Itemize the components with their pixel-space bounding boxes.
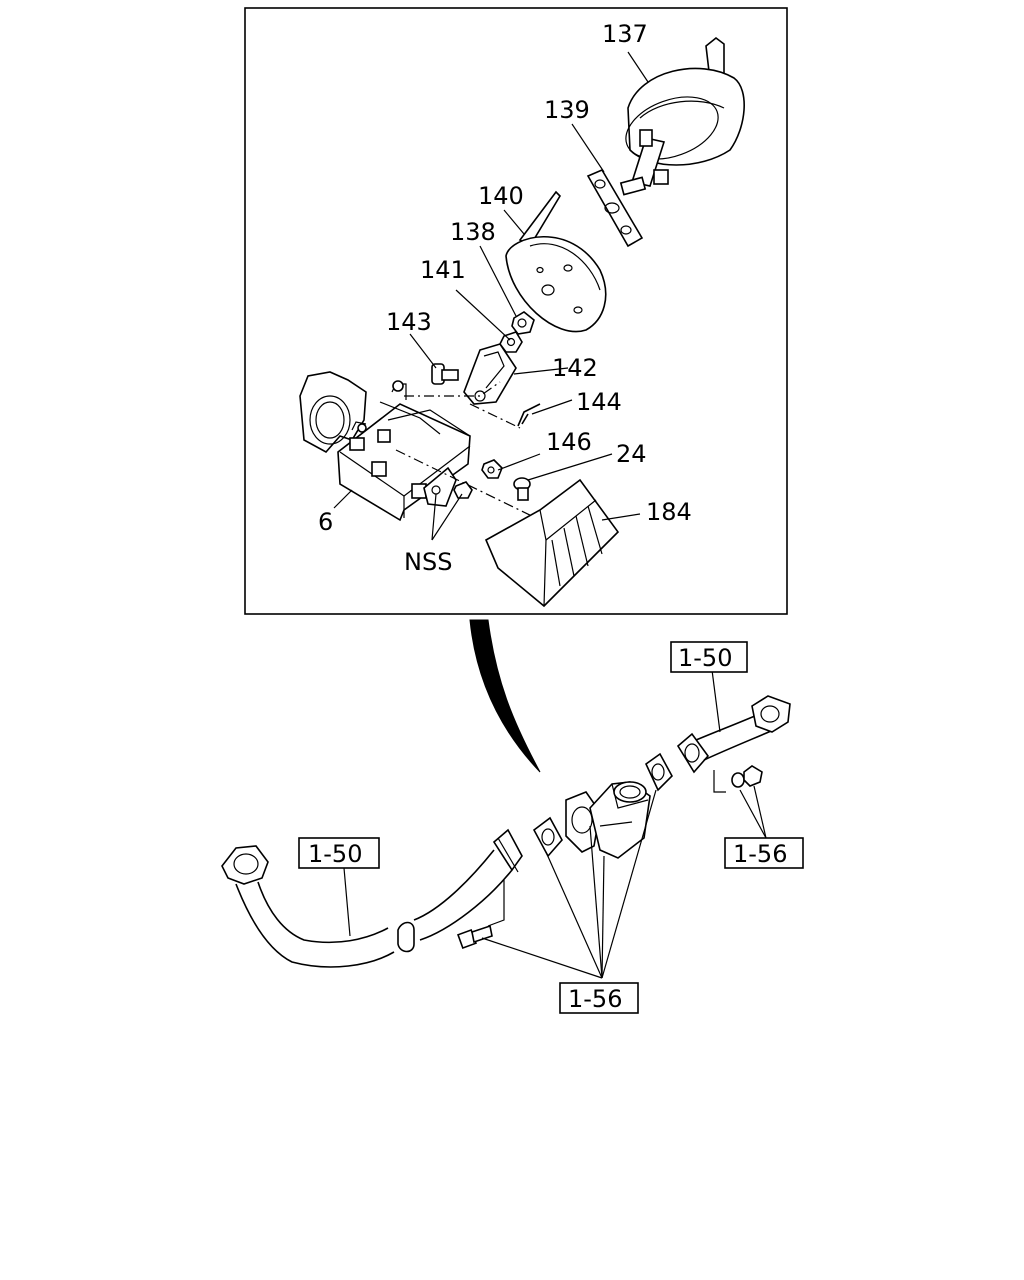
alignment-line-3 [469,403,521,429]
exhaust-brake-valve-assembly [565,781,651,859]
nss-nut [453,481,473,499]
callout-24: 24 [616,440,647,468]
part-24-bolt [513,477,531,501]
callout-142: 142 [552,354,598,382]
gasket-right [644,752,673,792]
callout-143: 143 [386,308,432,336]
ref-box-1-50-top: 1-50 [670,641,748,673]
callout-141: 141 [420,256,466,284]
detail-frame [244,7,788,615]
part-6-valve-body [299,371,471,522]
part-139-gasket [586,168,644,248]
gasket-left [532,816,563,858]
part-143-pin [431,363,459,385]
callout-146: 146 [546,428,592,456]
callout-139: 139 [544,96,590,124]
part-142-link [463,343,517,405]
flange-bolt [457,880,505,949]
callout-137: 137 [602,20,648,48]
ref-box-1-56-bottom: 1-56 [559,982,639,1014]
ref-box-1-50-left: 1-50 [298,837,380,869]
callout-nss: NSS [404,548,452,576]
ref-box-1-56-right: 1-56 [724,837,804,869]
front-exhaust-pipe-left [221,828,523,968]
ref-1-50-left: 1-50 [308,840,362,868]
part-146-nut [481,459,503,479]
part-140-bracket [505,190,607,333]
detail-pointer [469,619,541,773]
ref-1-56-bottom: 1-56 [568,985,622,1013]
ref-1-50-top: 1-50 [678,644,732,672]
washer-and-nut [731,765,763,788]
ref-1-56-right: 1-56 [733,840,787,868]
part-184-heat-shield [484,478,620,608]
part-144-cotter-pin [517,403,541,427]
callout-184: 184 [646,498,692,526]
alignment-line-1 [404,381,501,397]
part-138-nut [511,311,535,335]
callout-144: 144 [576,388,622,416]
part-137-actuator [619,36,745,196]
callout-140: 140 [478,182,524,210]
callout-138: 138 [450,218,496,246]
callout-6: 6 [318,508,333,536]
front-exhaust-pipe-right [676,695,791,793]
